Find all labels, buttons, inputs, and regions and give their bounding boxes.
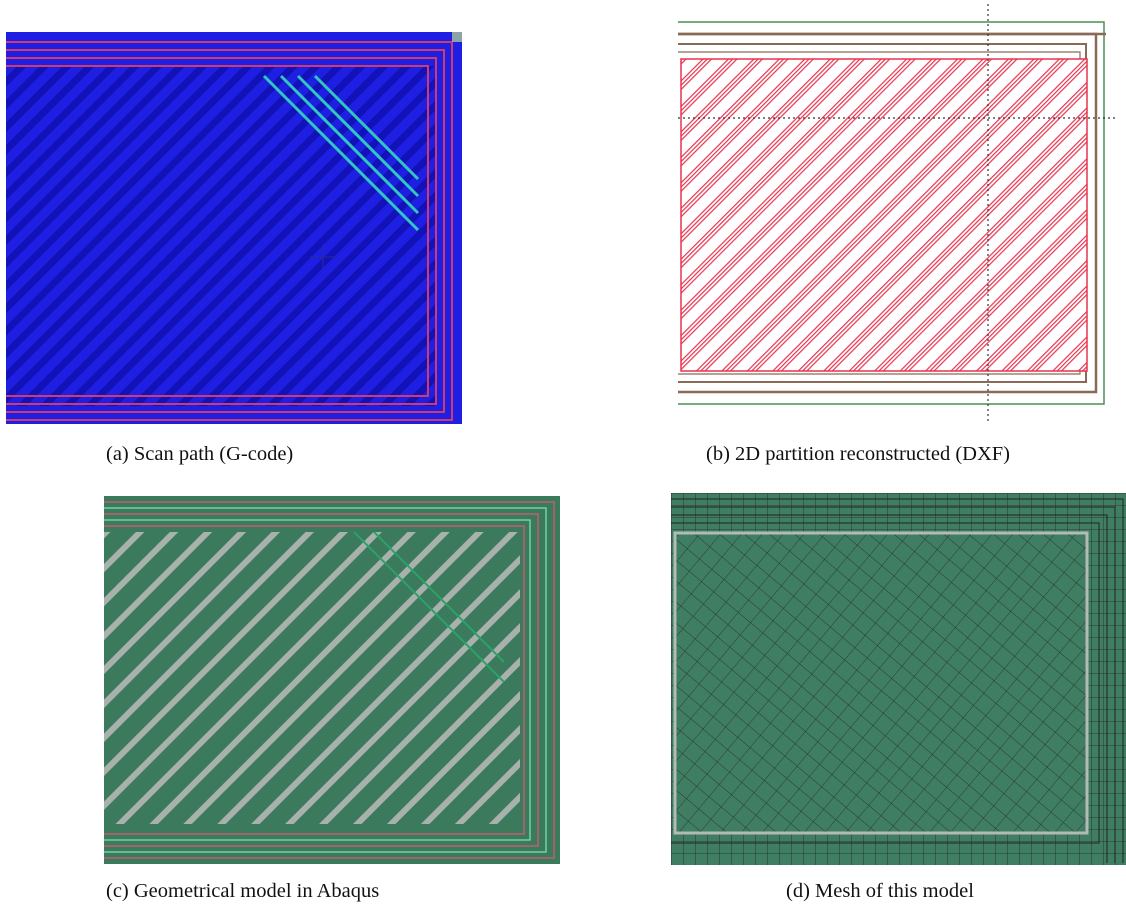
figure-a-scan-path [6, 32, 462, 424]
caption-b: (b) 2D partition reconstructed (DXF) [706, 443, 1010, 465]
dxf-partition-image [678, 4, 1126, 444]
figure-b-dxf-partition [678, 4, 1126, 444]
caption-c: (c) Geometrical model in Abaqus [106, 880, 380, 902]
caption-a: (a) Scan path (G-code) [106, 443, 294, 465]
figure-c-abaqus-geometry [104, 496, 560, 864]
abaqus-geometry-image [104, 496, 560, 864]
scan-path-image [6, 32, 462, 424]
mesh-image [671, 493, 1126, 865]
caption-d: (d) Mesh of this model [786, 880, 974, 902]
figure-d-mesh [671, 493, 1126, 865]
